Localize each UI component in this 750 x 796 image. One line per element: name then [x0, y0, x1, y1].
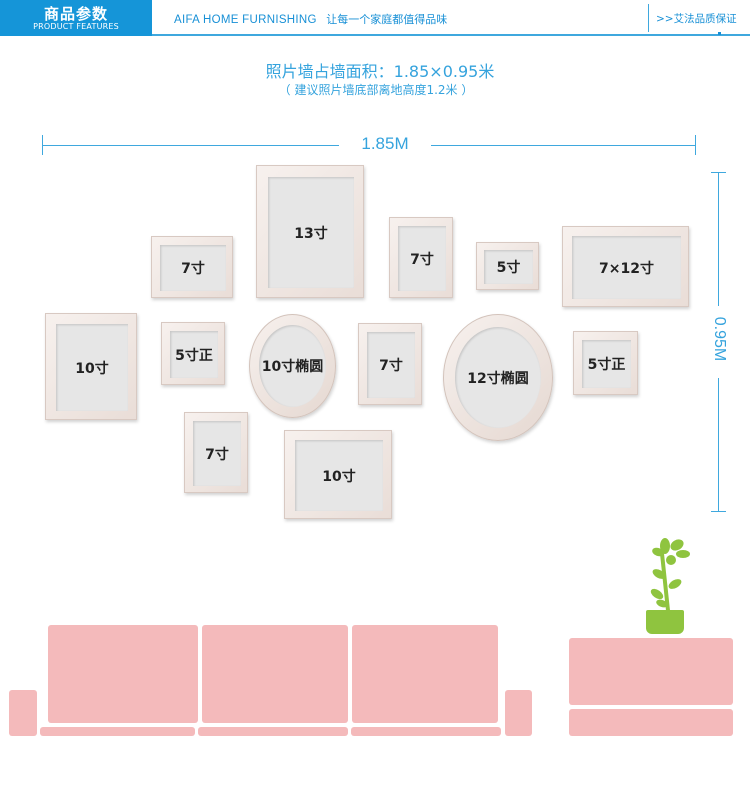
sofa-seat-cushion — [351, 727, 501, 736]
brand-line: AIFA HOME FURNISHING 让每一个家庭都值得品味 — [174, 11, 447, 27]
frame-5-inch-square: 5寸正 — [573, 331, 638, 395]
header-bar: 商品参数 PRODUCT FEATURES AIFA HOME FURNISHI… — [0, 0, 750, 36]
product-features-tag: 商品参数 PRODUCT FEATURES — [0, 0, 152, 36]
height-dimension-label: 0.95M — [711, 316, 728, 362]
frame-label: 7寸 — [379, 358, 403, 374]
sofa-armrest-left — [9, 690, 37, 736]
brand-slogan: 让每一个家庭都值得品味 — [326, 13, 448, 26]
frame-label: 7寸 — [181, 261, 205, 277]
height-dimension-line-top — [718, 172, 719, 306]
tag-subtitle: PRODUCT FEATURES — [33, 22, 119, 31]
height-dimension-line-bottom — [718, 378, 719, 511]
tag-title: 商品参数 — [43, 5, 108, 23]
frame-label: 5寸 — [496, 260, 521, 276]
frame-label: 10寸椭圆 — [261, 359, 324, 375]
frame-label: 5寸正 — [587, 357, 626, 373]
frame-7-inch: 7寸 — [184, 412, 248, 493]
width-dimension-label: 1.85M — [361, 134, 409, 153]
sofa-back-cushion — [202, 625, 348, 723]
frame-label: 13寸 — [294, 225, 328, 242]
wall-height-note: （ 建议照片墙底部离地高度1.2米 ） — [278, 83, 474, 97]
sofa-seat-cushion — [40, 727, 195, 736]
frame-10-inch: 10寸 — [284, 430, 392, 519]
sofa-seat-cushion — [198, 727, 348, 736]
width-dimension-line-left — [42, 145, 339, 146]
cabinet-bottom-drawer — [569, 709, 733, 736]
wall-area-title: 照片墙占墙面积：1.85×0.95米 — [265, 62, 495, 81]
quality-guarantee: >>艾法品质保证 — [656, 13, 737, 25]
frame-10-inch: 10寸 — [45, 313, 137, 420]
brand-name: AIFA HOME FURNISHING — [174, 14, 317, 26]
frame-13-inch: 13寸 — [256, 165, 364, 298]
oval-frame-12-inch: 12寸椭圆 — [443, 314, 553, 441]
frame-label: 10寸 — [322, 468, 356, 485]
frame-7-inch: 7寸 — [358, 323, 422, 405]
header-dot — [718, 32, 721, 35]
sofa-back-cushion — [48, 625, 198, 723]
frame-7-inch: 7寸 — [151, 236, 233, 298]
cabinet-top-drawer — [569, 638, 733, 705]
frame-7x12-inch: 7×12寸 — [562, 226, 689, 307]
frame-label: 5寸正 — [175, 347, 213, 364]
height-dimension-bottom-tick — [711, 511, 726, 512]
width-dimension-right-tick — [695, 135, 696, 155]
frame-label: 7寸 — [410, 251, 434, 268]
frame-label: 12寸椭圆 — [467, 370, 529, 387]
frame-7-inch: 7寸 — [389, 217, 453, 298]
frame-5-inch: 5寸 — [476, 242, 539, 290]
frame-label: 7寸 — [205, 446, 229, 463]
width-dimension-line-right — [431, 145, 695, 146]
header-divider — [648, 4, 649, 32]
sofa-armrest-right — [505, 690, 532, 736]
frame-label: 7×12寸 — [599, 260, 654, 277]
plant-pot — [646, 610, 684, 634]
frame-5-inch-square: 5寸正 — [161, 322, 225, 385]
oval-frame-10-inch: 10寸椭圆 — [249, 314, 336, 418]
frame-label: 10寸 — [75, 360, 109, 377]
sofa-back-cushion — [352, 625, 498, 723]
